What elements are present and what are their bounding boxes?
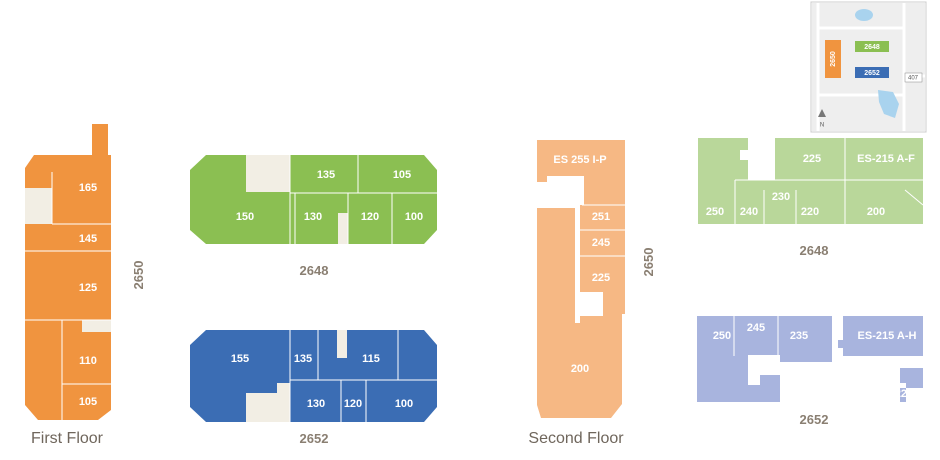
first-floor-2650-outline xyxy=(25,124,111,420)
unit-label: 250 xyxy=(706,206,724,218)
first-floor-building-2650: 165 145 125 110 105 xyxy=(25,124,111,420)
key-map-2648 xyxy=(855,41,889,52)
key-label-2650: 2650 xyxy=(830,51,837,67)
second-floor-2650-void-1 xyxy=(537,176,603,323)
key-map: 2650 2648 2652 407 N xyxy=(810,1,927,133)
unit-label: 145 xyxy=(79,233,97,245)
unit-label: 125 xyxy=(79,282,97,294)
unit-label: 165 xyxy=(79,182,97,194)
unit-label: 225 xyxy=(592,272,610,284)
unit-label: 150 xyxy=(236,211,254,223)
north-arrow-icon xyxy=(818,109,826,117)
unit-label: ES-215 A-H xyxy=(858,330,917,342)
first-floor-2648-void-1 xyxy=(246,155,290,192)
unit-label: 230 xyxy=(772,191,790,203)
key-map-road-label: 407 xyxy=(908,76,919,82)
unit-label: 110 xyxy=(79,355,97,367)
unit-label: 220 xyxy=(895,388,913,400)
unit-label: 200 xyxy=(867,206,885,218)
key-label-2648: 2648 xyxy=(864,44,880,51)
first-floor-2648-void-2 xyxy=(338,213,348,244)
unit-label: 100 xyxy=(395,398,413,410)
building-label-2652-second: 2652 xyxy=(800,412,829,427)
second-floor-2650-outline xyxy=(537,140,625,418)
unit-label: 105 xyxy=(79,396,97,408)
key-map-pond-2 xyxy=(878,90,899,118)
first-floor-building-2652: 155 135 115 130 120 100 xyxy=(190,330,437,422)
key-map-road-sign xyxy=(904,72,923,83)
second-floor-label: Second Floor xyxy=(528,430,624,447)
unit-label: 230 xyxy=(855,383,873,395)
building-label-2648: 2648 xyxy=(300,263,329,278)
unit-label: ES-215 A-F xyxy=(857,153,915,165)
unit-label: 105 xyxy=(393,169,411,181)
unit-label: 135 xyxy=(317,169,335,181)
unit-label: 155 xyxy=(231,353,249,365)
unit-label: 220 xyxy=(801,206,819,218)
second-floor-building-2648: 225 ES-215 A-F 230 250 240 220 200 xyxy=(698,138,924,224)
unit-label: 130 xyxy=(307,398,325,410)
unit-label: 200 xyxy=(571,363,589,375)
unit-label: 235 xyxy=(790,330,808,342)
unit-label: 245 xyxy=(747,322,765,334)
key-map-road xyxy=(816,3,925,131)
key-map-pond-1 xyxy=(855,9,873,21)
first-floor-2652-void-2 xyxy=(246,383,290,422)
unit-label: 250 xyxy=(713,330,731,342)
second-floor-2648-void-1 xyxy=(740,138,775,180)
second-floor-building-2650: ES 255 I-P 251 245 225 200 xyxy=(537,140,625,418)
first-floor-label: First Floor xyxy=(31,430,104,447)
unit-label: 120 xyxy=(344,398,362,410)
unit-label: 135 xyxy=(294,353,312,365)
unit-label: 120 xyxy=(361,211,379,223)
first-floor-2650-void-2 xyxy=(82,320,111,332)
building-label-2648-second: 2648 xyxy=(800,243,829,258)
building-label-2652: 2652 xyxy=(300,431,329,446)
unit-label: 225 xyxy=(803,153,821,165)
first-floor-building-2648: 135 105 150 130 120 100 xyxy=(190,155,437,244)
unit-label: 115 xyxy=(362,353,380,365)
unit-label: 245 xyxy=(592,237,610,249)
unit-label: 130 xyxy=(304,211,322,223)
first-floor-2650-void-1 xyxy=(25,188,52,224)
key-label-2652: 2652 xyxy=(864,70,880,77)
unit-label: 100 xyxy=(405,211,423,223)
key-map-2652 xyxy=(855,67,889,78)
second-floor-building-2652: 250 245 235 ES-215 A-H 240 230 220 xyxy=(697,316,923,402)
north-label: N xyxy=(820,123,824,129)
unit-label: ES 255 I-P xyxy=(553,154,606,166)
first-floor-2652-void-1 xyxy=(337,330,347,358)
unit-label: 240 xyxy=(802,383,820,395)
second-floor-2652-void-1 xyxy=(748,340,923,402)
building-label-2650: 2650 xyxy=(131,261,146,290)
key-map-2650 xyxy=(825,40,841,78)
building-label-2650-second: 2650 xyxy=(641,248,656,277)
unit-label: 251 xyxy=(592,211,610,223)
unit-label: 240 xyxy=(740,206,758,218)
